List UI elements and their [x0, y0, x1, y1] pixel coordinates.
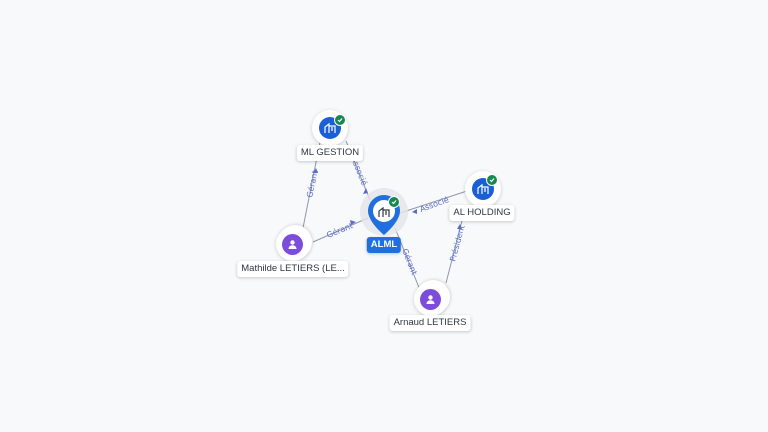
verified-check-icon: [388, 196, 400, 208]
person-icon: [420, 289, 441, 310]
node-label: Arnaud LETIERS: [389, 315, 471, 331]
node-label: ML GESTION: [296, 145, 364, 161]
verified-check-icon: [486, 174, 498, 186]
arrowhead: [412, 209, 417, 214]
edge-label-gerant-mathilde-alml: Gérant: [325, 220, 354, 240]
person-icon: [282, 234, 303, 255]
edge-label-associe-alholding: Associé: [418, 194, 450, 214]
building-icon: [377, 205, 391, 219]
edge-label-gerant-mathilde-mlgestion: Gérant: [304, 169, 320, 198]
edge-mathilde-alml: [312, 217, 369, 243]
arrowhead: [363, 188, 368, 194]
edge-alholding-alml: [399, 189, 471, 214]
verified-check-icon: [334, 114, 346, 126]
edge-label-president-arnaud: Président: [447, 224, 466, 263]
arrowhead: [457, 224, 462, 229]
node-label: Mathilde LETIERS (LE...: [237, 261, 349, 277]
edge-label-gerant-arnaud: Gérant: [400, 247, 420, 276]
node-label-primary: ALML: [366, 237, 402, 253]
arrowhead: [313, 168, 318, 173]
arrowhead: [350, 220, 356, 225]
node-label: AL HOLDING: [449, 205, 515, 221]
